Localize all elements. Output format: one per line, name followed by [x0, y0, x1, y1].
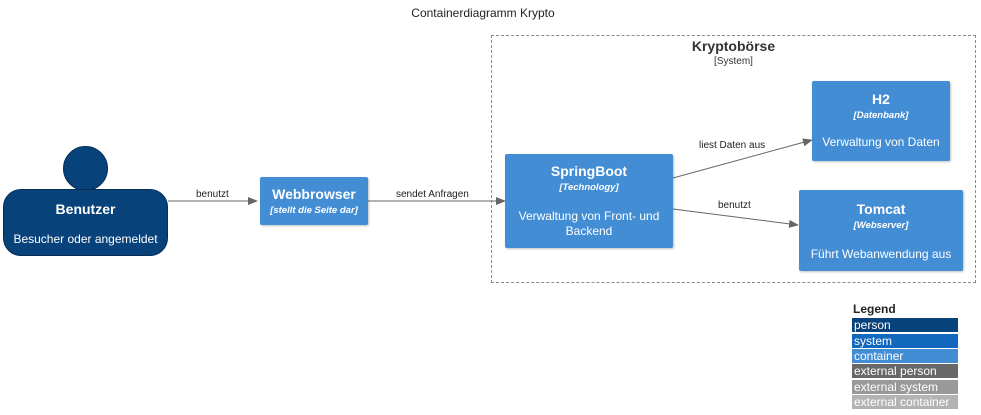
person-head-icon	[63, 146, 108, 191]
legend-item-system: system	[852, 334, 958, 348]
container-webbrowser[interactable]: Webbrowser [stellt die Seite dar]	[260, 177, 368, 225]
container-technology: [Technology]	[559, 182, 619, 193]
container-description: Verwaltung von Front- und Backend	[518, 209, 660, 238]
person-name: Benutzer	[55, 201, 116, 217]
system-boundary	[491, 35, 976, 283]
arrow-spring-to-tomcat	[672, 208, 799, 228]
container-name: Webbrowser	[272, 186, 356, 202]
legend-item-person: person	[852, 318, 958, 332]
container-technology: [Webserver]	[853, 220, 909, 231]
relation-label-browser-spring: sendet Anfragen	[396, 189, 469, 200]
legend-item-container: container	[852, 349, 958, 363]
container-description: Führt Webanwendung aus	[810, 247, 952, 261]
legend-title: Legend	[853, 302, 896, 316]
container-description: Verwaltung von Daten	[822, 135, 940, 149]
container-name: SpringBoot	[550, 163, 628, 179]
container-name: H2	[872, 91, 890, 107]
boundary-type: [System]	[714, 56, 753, 67]
relation-label-user-browser: benutzt	[196, 189, 229, 200]
relation-label-spring-tomcat: benutzt	[718, 200, 751, 211]
legend-item-external-container: external container	[852, 395, 958, 409]
container-springboot[interactable]: SpringBoot [Technology] Verwaltung von F…	[505, 154, 673, 248]
container-technology: [Datenbank]	[853, 110, 909, 121]
relation-label-spring-h2: liest Daten aus	[699, 140, 766, 151]
legend-item-external-person: external person	[852, 364, 958, 378]
diagram-title: Containerdiagramm Krypto	[411, 6, 555, 20]
person-benutzer[interactable]: Benutzer Besucher oder angemeldet	[3, 189, 168, 256]
legend-item-external-system: external system	[852, 380, 958, 394]
boundary-name: Kryptobörse	[691, 38, 776, 54]
container-h2[interactable]: H2 [Datenbank] Verwaltung von Daten	[812, 81, 950, 161]
container-tomcat[interactable]: Tomcat [Webserver] Führt Webanwendung au…	[799, 190, 963, 271]
container-technology: [stellt die Seite dar]	[270, 205, 358, 216]
container-name: Tomcat	[856, 201, 906, 217]
person-description: Besucher oder angemeldet	[13, 232, 158, 246]
arrow-spring-to-h2	[672, 138, 813, 179]
